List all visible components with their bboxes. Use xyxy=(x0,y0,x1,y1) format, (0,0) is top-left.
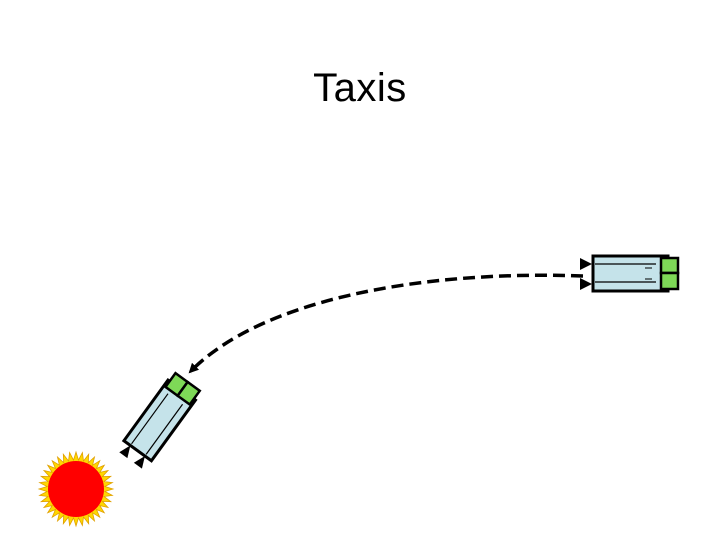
movement-path-arrow xyxy=(188,273,584,374)
cell-end-icon xyxy=(119,371,202,469)
light-source-icon xyxy=(37,450,115,528)
cell-start-icon xyxy=(580,254,680,293)
slide-title: Taxis xyxy=(313,66,407,110)
